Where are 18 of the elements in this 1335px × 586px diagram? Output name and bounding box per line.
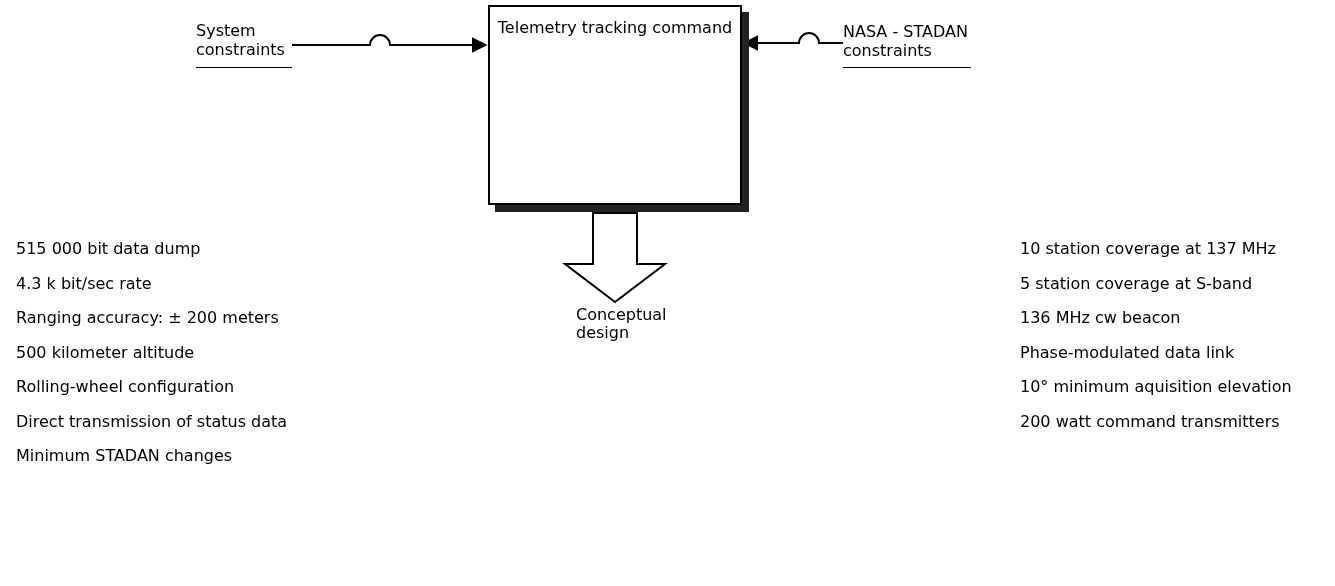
output-label: Conceptual design (576, 306, 668, 350)
requirement-text: 10 station coverage at 137 MHz (1020, 238, 1277, 260)
requirement-text: Ranging accuracy: ± 200 meters (16, 307, 280, 329)
requirement-text: Phase-modulated data link (1020, 341, 1236, 364)
requirement-text: Minimum STADAN changes (16, 445, 234, 467)
requirement-text: 200 watt command transmitters (1020, 410, 1281, 433)
input-label: System constraints (196, 14, 292, 68)
input-label: NASA - STADAN constraints (843, 16, 971, 68)
requirement-text: 500 kilometer altitude (16, 341, 196, 364)
requirement-text: 4.3 k bit/sec rate (16, 272, 153, 295)
block-arrow (562, 212, 668, 304)
arrow (291, 34, 488, 53)
requirement-text: 136 MHz cw beacon (1020, 307, 1182, 329)
requirement-text: 10° minimum aquisition elevation (1020, 376, 1292, 398)
requirement-text: 5 station coverage at S-band (1020, 272, 1254, 295)
requirement-text: 515 000 bit data dump (16, 238, 202, 260)
requirement-text: Direct transmission of status data (16, 410, 288, 433)
requirement-text: Rolling-wheel configuration (16, 376, 236, 398)
